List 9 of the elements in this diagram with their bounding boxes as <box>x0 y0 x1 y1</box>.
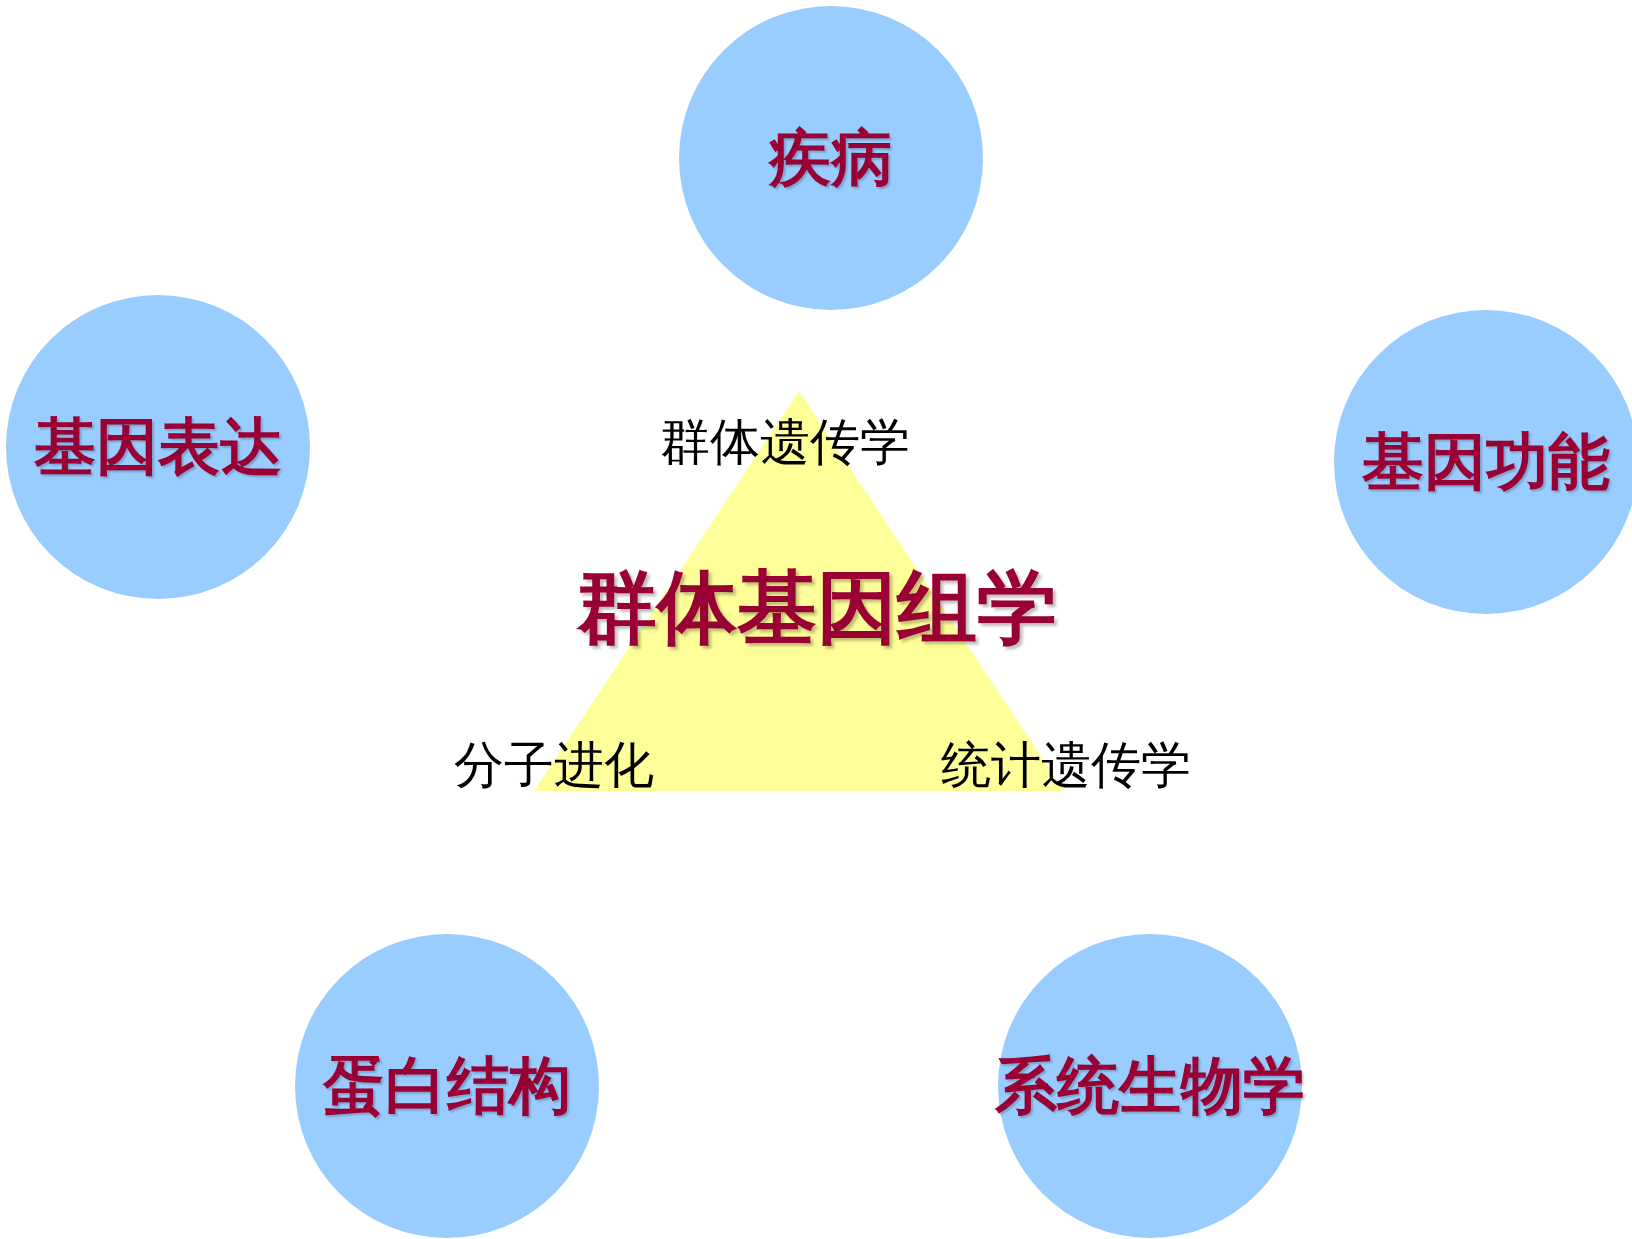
corner-label: 统计遗传学 <box>941 734 1191 796</box>
topic-label: 系统生物学 <box>995 1048 1305 1124</box>
corner-label: 群体遗传学 <box>660 411 910 473</box>
topic-label: 基因表达 <box>34 409 282 485</box>
topic-label: 疾病 <box>769 120 893 196</box>
topic-label: 基因功能 <box>1362 424 1610 500</box>
center-title: 群体基因组学 <box>577 559 1057 656</box>
corner-label: 分子进化 <box>454 734 654 796</box>
topic-label: 蛋白结构 <box>323 1048 571 1124</box>
